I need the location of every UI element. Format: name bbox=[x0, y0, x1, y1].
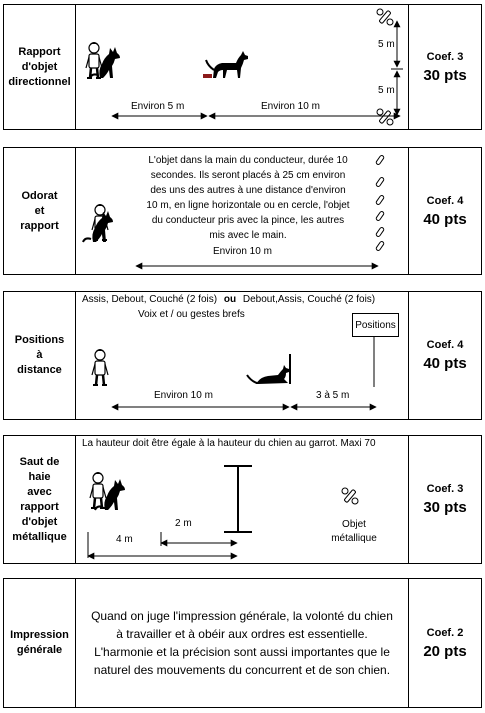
metal-object-icon bbox=[341, 487, 359, 505]
coefficient: Coef. 4 bbox=[426, 194, 464, 207]
coefficient: Coef. 4 bbox=[426, 339, 464, 351]
description-line: des uns des autres à une distance d'envi… bbox=[150, 185, 346, 196]
handler-figure bbox=[90, 347, 110, 387]
distance-label-main: Environ 10 m bbox=[154, 390, 213, 401]
title-line: générale bbox=[16, 644, 63, 656]
points: 20 pts bbox=[423, 642, 467, 660]
title-line: et bbox=[34, 204, 45, 217]
score-cell: Coef. 3 30 pts bbox=[409, 436, 481, 563]
title-line: métallique bbox=[12, 530, 67, 543]
distance-label-2m: 2 m bbox=[175, 518, 192, 529]
exercise-diagram: Environ 5 m Environ 10 m 5 m 5 m bbox=[76, 5, 409, 129]
coefficient: Coef. 3 bbox=[426, 50, 464, 63]
object-marker bbox=[203, 74, 212, 78]
impression-line: à travailler et à obéir aux ordres est e… bbox=[116, 627, 368, 641]
score-cell: Coef. 2 20 pts bbox=[409, 579, 481, 707]
exercise-row-directed-retrieve: Rapport d'objet directionnel Environ 5 m… bbox=[3, 4, 482, 130]
scent-diagram bbox=[82, 154, 386, 270]
exercise-diagram: La hauteur doit être égale à la hauteur … bbox=[76, 436, 409, 563]
gap-label-bottom: 5 m bbox=[378, 85, 395, 96]
object-icon bbox=[374, 226, 386, 238]
title-line: avec bbox=[27, 485, 52, 498]
distance-label-right: Environ 10 m bbox=[261, 101, 320, 112]
points: 30 pts bbox=[423, 66, 467, 84]
impression-line: naturel des mouvements du concurrent et … bbox=[93, 663, 391, 677]
hurdle-diagram bbox=[87, 465, 359, 560]
score-cell: Coef. 4 40 pts bbox=[409, 148, 481, 274]
distance-label: Environ 10 m bbox=[213, 246, 272, 257]
object-label-line: Objet bbox=[342, 519, 366, 530]
object-label-line: métallique bbox=[331, 533, 377, 544]
description: L'objet dans la main du conducteur, duré… bbox=[130, 153, 366, 243]
impression-line: L'harmonie et la précision sont aussi im… bbox=[94, 645, 390, 659]
exercise-row-general-impression: Impression générale Quand on juge l'impr… bbox=[3, 578, 482, 708]
points: 40 pts bbox=[423, 210, 467, 228]
title-line: Odorat bbox=[21, 189, 58, 202]
description-line: du conducteur pris avec la pince, les au… bbox=[151, 215, 345, 226]
handler-figure bbox=[88, 470, 108, 510]
exercise-diagram: Assis, Debout, Couché (2 fois) ou Debout… bbox=[76, 292, 409, 419]
title-line: Saut de bbox=[19, 455, 60, 468]
object-icon bbox=[374, 194, 386, 206]
directed-retrieve-diagram bbox=[84, 8, 403, 126]
height-note: La hauteur doit être égale à la hauteur … bbox=[82, 438, 376, 449]
exercise-text: Quand on juge l'impression générale, la … bbox=[76, 579, 409, 707]
object-icon bbox=[374, 154, 386, 166]
exercise-diagram: L'objet dans la main du conducteur, duré… bbox=[76, 148, 409, 274]
dog-lying-figure bbox=[246, 364, 290, 385]
points: 30 pts bbox=[423, 499, 467, 516]
description-line: L'objet dans la main du conducteur, duré… bbox=[148, 155, 348, 166]
positions-line: Assis, Debout, Couché (2 fois) ou Debout… bbox=[82, 294, 375, 305]
description-line: 10 m, en ligne horizontale ou en cercle,… bbox=[146, 200, 350, 211]
gap-label-top: 5 m bbox=[378, 39, 395, 50]
exercise-row-scent: Odorat et rapport L'objet dans la main d… bbox=[3, 147, 482, 275]
title-line: Impression bbox=[10, 629, 69, 641]
distance-label-side: 3 à 5 m bbox=[316, 390, 350, 401]
exercise-title: Positions à distance bbox=[4, 292, 76, 419]
title-line: directionnel bbox=[8, 75, 71, 88]
positions-sign: Positions bbox=[352, 313, 399, 337]
object-icon bbox=[374, 240, 386, 252]
object-icon bbox=[374, 210, 386, 222]
title-line: rapport bbox=[20, 500, 59, 513]
object-label: Objet métallique bbox=[324, 518, 384, 546]
positions-sequence-b: Debout,Assis, Couché (2 fois) bbox=[242, 294, 376, 305]
dumbbell-icon bbox=[376, 108, 394, 126]
description-line: secondes. Ils seront placés à 25 cm envi… bbox=[150, 170, 346, 181]
title-line: distance bbox=[17, 364, 62, 376]
dog-standing-figure bbox=[205, 50, 249, 79]
score-cell: Coef. 4 40 pts bbox=[409, 292, 481, 419]
voice-gesture-note: Voix et / ou gestes brefs bbox=[138, 309, 245, 320]
coefficient: Coef. 2 bbox=[426, 626, 464, 639]
impression-line: Quand on juge l'impression générale, la … bbox=[91, 609, 393, 623]
title-line: haie bbox=[28, 470, 51, 483]
points: 40 pts bbox=[423, 355, 467, 372]
exercise-row-distance-positions: Positions à distance Assis, Debout, Couc… bbox=[3, 291, 482, 420]
score-cell: Coef. 3 30 pts bbox=[409, 5, 481, 129]
distance-label-4m: 4 m bbox=[116, 534, 133, 545]
impression-text: Quand on juge l'impression générale, la … bbox=[91, 607, 393, 679]
title-line: à bbox=[36, 349, 43, 361]
object-icon bbox=[374, 176, 386, 188]
exercise-row-hurdle: Saut de haie avec rapport d'objet métall… bbox=[3, 435, 482, 564]
dumbbell-icon bbox=[376, 8, 394, 26]
title-line: Positions bbox=[14, 334, 65, 346]
positions-diagram bbox=[90, 336, 377, 411]
distance-label-left: Environ 5 m bbox=[131, 101, 185, 112]
title-line: Rapport bbox=[18, 45, 61, 58]
exercise-title: Rapport d'objet directionnel bbox=[4, 5, 76, 129]
title-line: d'objet bbox=[21, 60, 58, 73]
title-line: rapport bbox=[20, 219, 59, 232]
description-line: mis avec le main. bbox=[209, 230, 287, 241]
coefficient: Coef. 3 bbox=[426, 483, 464, 495]
exercise-title: Impression générale bbox=[4, 579, 76, 707]
exercise-title: Saut de haie avec rapport d'objet métall… bbox=[4, 436, 76, 563]
positions-or: ou bbox=[223, 294, 237, 305]
title-line: d'objet bbox=[21, 515, 58, 528]
exercise-title: Odorat et rapport bbox=[4, 148, 76, 274]
positions-sequence-a: Assis, Debout, Couché (2 fois) bbox=[82, 294, 218, 305]
